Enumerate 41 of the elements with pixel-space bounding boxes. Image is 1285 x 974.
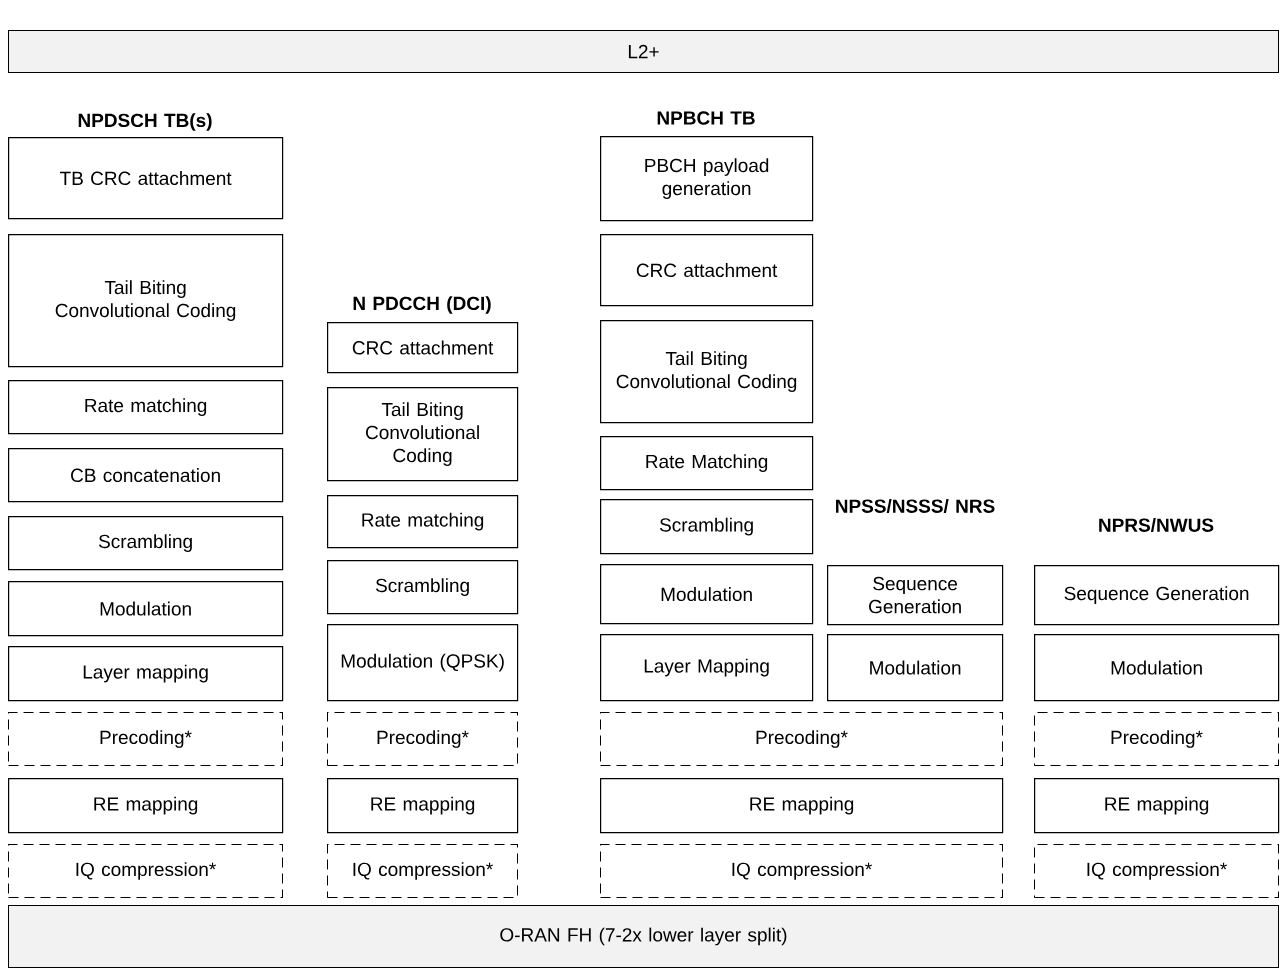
process-box: CRC attachment: [327, 322, 519, 374]
column-heading: NPSS/NSSS/ NRS: [836, 498, 995, 514]
optional-process-box: IQ compression*: [1034, 844, 1279, 898]
optional-process-box: Precoding*: [1034, 712, 1279, 766]
column-heading: NPDSCH TB(s): [78, 113, 212, 131]
process-box: RE mapping: [600, 778, 1004, 834]
process-box: Rate matching: [8, 380, 284, 435]
optional-process-box: IQ compression*: [327, 844, 518, 898]
process-box: Scrambling: [600, 499, 814, 555]
process-box: Scrambling: [327, 560, 519, 615]
process-box: Sequence Generation: [1034, 565, 1280, 626]
process-box: Modulation: [827, 634, 1004, 702]
process-box: Layer Mapping: [600, 634, 814, 702]
optional-process-box: IQ compression*: [8, 844, 283, 898]
process-box: Modulation: [8, 581, 284, 637]
layer-band: O-RAN FH (7-2x lower layer split): [8, 905, 1279, 968]
process-box: RE mapping: [1034, 778, 1280, 834]
column-heading: NPRS/NWUS: [1099, 517, 1214, 533]
process-box: CRC attachment: [600, 234, 814, 307]
layer-band: L2+: [8, 30, 1279, 73]
process-box: TB CRC attachment: [8, 137, 284, 220]
process-box: Tail Biting Convolutional Coding: [600, 320, 814, 424]
process-box: Modulation (QPSK): [327, 624, 519, 702]
process-box: Tail Biting Convolutional Coding: [327, 387, 519, 482]
process-box: Layer mapping: [8, 646, 284, 702]
optional-process-box: Precoding*: [600, 712, 1003, 766]
optional-process-box: Precoding*: [327, 712, 518, 766]
process-box: RE mapping: [327, 778, 519, 834]
process-box: Modulation: [600, 564, 814, 625]
process-box: Sequence Generation: [827, 565, 1004, 626]
process-box: Rate matching: [327, 495, 519, 549]
process-box: Scrambling: [8, 516, 284, 571]
process-box: RE mapping: [8, 778, 284, 834]
process-box: CB concatenation: [8, 448, 284, 503]
optional-process-box: Precoding*: [8, 712, 283, 766]
process-box: Tail Biting Convolutional Coding: [8, 234, 284, 368]
process-box: Modulation: [1034, 634, 1280, 702]
process-box: PBCH payload generation: [600, 136, 814, 222]
optional-process-box: IQ compression*: [600, 844, 1003, 898]
column-heading: NPBCH TB: [657, 111, 755, 125]
process-box: Rate Matching: [600, 436, 814, 491]
